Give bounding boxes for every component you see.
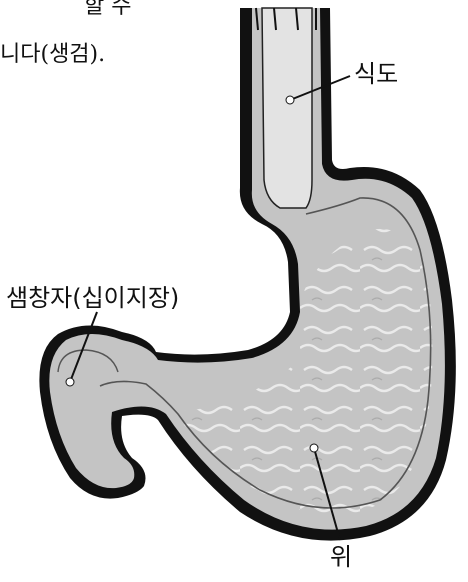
stomach-marker (310, 444, 318, 452)
caption-line-2: 니다(생검). (0, 44, 105, 66)
esophagus-lumen (262, 8, 312, 208)
label-esophagus: 식도 (354, 62, 398, 86)
label-duodenum: 샘창자(십이지장) (6, 286, 179, 310)
esophagus-marker (286, 96, 294, 104)
caption-line-1: 할 수 (84, 0, 131, 18)
duodenum-marker (66, 378, 74, 386)
label-stomach: 위 (330, 545, 352, 569)
